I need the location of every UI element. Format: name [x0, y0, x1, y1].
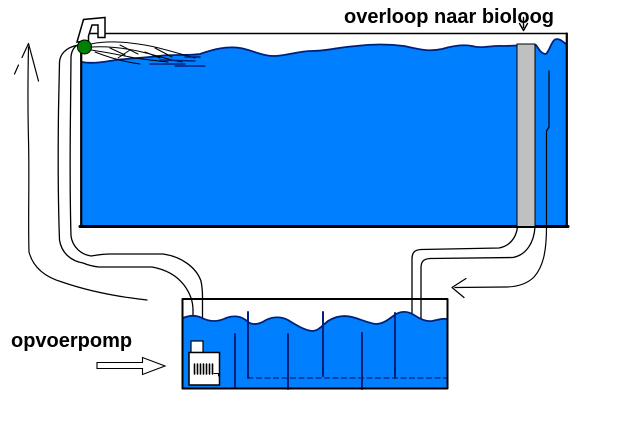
overflow-standpipe	[516, 43, 536, 227]
sump-walls	[181, 298, 449, 390]
drain-flow-arrow	[451, 70, 550, 299]
drain-pipe-inner	[420, 226, 536, 320]
sump-water	[183, 311, 447, 388]
riser-pipe-inner	[69, 42, 204, 343]
outlet-ball	[77, 39, 92, 55]
pump-label: opvoerpomp	[11, 330, 132, 352]
water-splash	[90, 41, 206, 67]
drain-pipe-outer	[411, 226, 519, 317]
riser-pipe	[57, 42, 204, 343]
up-flow-arrowhead	[13, 42, 40, 82]
overflow-label: overloop naar bioloog	[344, 6, 554, 28]
tank-water-surface	[81, 38, 567, 64]
sump-water-surface	[182, 310, 448, 332]
main-tank	[78, 32, 570, 229]
sump-baffles	[234, 311, 396, 390]
pump-grille	[193, 363, 219, 377]
lift-pump	[188, 340, 221, 386]
pump-direction-arrow	[96, 356, 167, 376]
drain-flow-line	[454, 70, 550, 289]
pump-coupling	[190, 340, 204, 354]
drain-flow-arrowhead	[451, 277, 467, 299]
drain-pipe	[411, 226, 536, 320]
overflow-pointer-arrow	[518, 16, 529, 32]
outlet-spout	[75, 16, 106, 43]
up-flow-arrow	[13, 42, 148, 301]
riser-pipe-outer	[57, 44, 194, 343]
sump-tank	[181, 298, 449, 390]
up-flow-shaft	[27, 46, 148, 301]
tank-water	[82, 39, 566, 226]
